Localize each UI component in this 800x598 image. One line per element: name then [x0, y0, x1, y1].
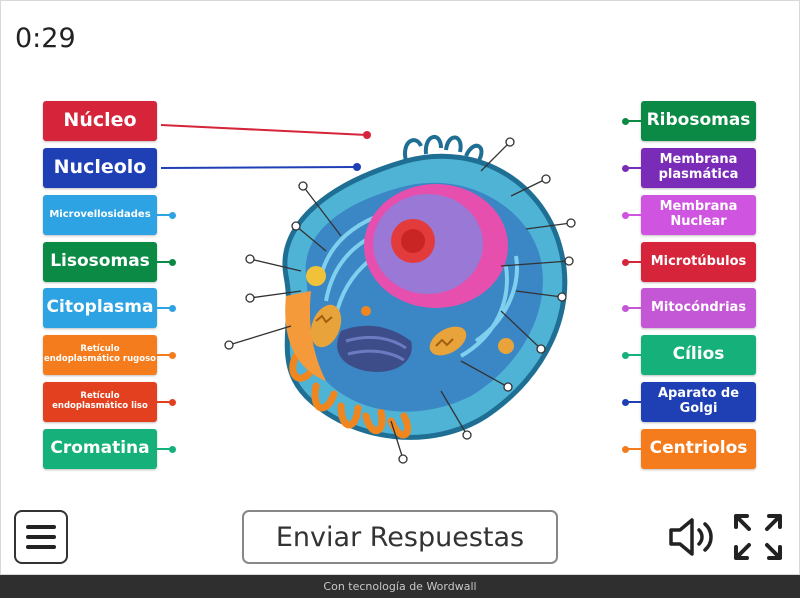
label-membrana-nuclear[interactable]: Membrana Nuclear [641, 195, 756, 235]
connector-dot-membrana-nuclear[interactable] [625, 214, 641, 216]
fullscreen-icon[interactable] [733, 513, 783, 561]
game-stage: 0:29 [0, 0, 800, 575]
label-citoplasma[interactable]: Citoplasma [43, 288, 157, 328]
label-membrana-plasmatica[interactable]: Membrana plasmática [641, 148, 756, 188]
animal-cell-diagram [216, 126, 596, 466]
label-lisosomas[interactable]: Lisosomas [43, 242, 157, 282]
connector-dot-ribosomas[interactable] [625, 120, 641, 122]
label-microtubulos[interactable]: Microtúbulos [641, 242, 756, 282]
connector-dot-centriolos[interactable] [625, 448, 641, 450]
connector-dot-microvellosidades[interactable] [157, 214, 173, 216]
label-microvellosidades[interactable]: Microvellosidades [43, 195, 157, 235]
label-ribosomas[interactable]: Ribosomas [641, 101, 756, 141]
connector-dot-cromatina[interactable] [157, 448, 173, 450]
label-reticulo-liso[interactable]: Retículo endoplasmático liso [43, 382, 157, 422]
label-reticulo-rugoso[interactable]: Retículo endoplasmático rugoso [43, 335, 157, 375]
label-nucleolo[interactable]: Nucleolo [43, 148, 157, 188]
timer: 0:29 [15, 23, 76, 54]
speaker-icon[interactable] [667, 515, 717, 559]
hamburger-menu-icon[interactable] [14, 510, 68, 564]
label-aparato-golgi[interactable]: Aparato de Golgi [641, 382, 756, 422]
connector-dot-reticulo-rugoso[interactable] [157, 354, 173, 356]
label-cilios[interactable]: Cílios [641, 335, 756, 375]
label-cromatina[interactable]: Cromatina [43, 429, 157, 469]
connector-dot-cilios[interactable] [625, 354, 641, 356]
connector-dot-lisosomas[interactable] [157, 261, 173, 263]
label-nucleo[interactable]: Núcleo [43, 101, 157, 141]
connector-dot-microtubulos[interactable] [625, 261, 641, 263]
connector-dot-aparato-golgi[interactable] [625, 401, 641, 403]
connector-dot-citoplasma[interactable] [157, 307, 173, 309]
connector-dot-mitocondrias[interactable] [625, 307, 641, 309]
footer-branding: Con tecnología de Wordwall [0, 575, 800, 598]
connector-dot-membrana-plasmatica[interactable] [625, 167, 641, 169]
label-mitocondrias[interactable]: Mitocóndrias [641, 288, 756, 328]
label-centriolos[interactable]: Centriolos [641, 429, 756, 469]
connector-dot-reticulo-liso[interactable] [157, 401, 173, 403]
submit-answers-button[interactable]: Enviar Respuestas [242, 510, 558, 564]
